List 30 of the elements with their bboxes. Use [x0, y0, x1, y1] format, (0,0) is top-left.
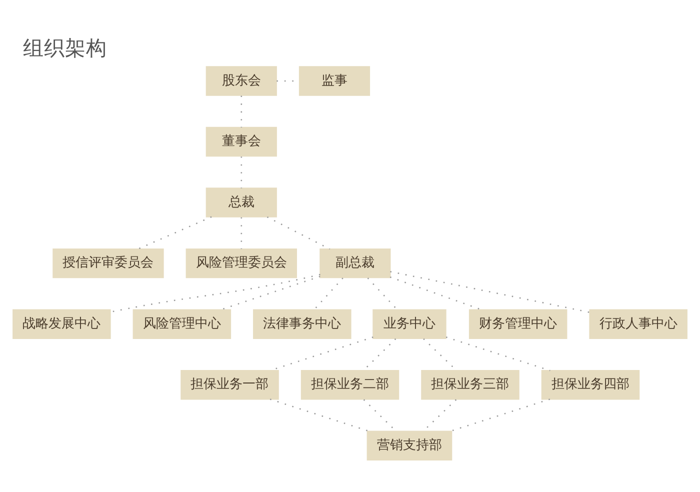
node-box: 担保业务三部: [421, 369, 520, 400]
diagram-title: 组织架构: [22, 35, 107, 60]
node-box: 担保业务四部: [541, 369, 640, 400]
connector: [390, 276, 482, 310]
connector: [110, 273, 320, 312]
node-box: 风险管理委员会: [186, 248, 297, 278]
node-box: 总裁: [206, 187, 277, 217]
connector: [367, 277, 398, 310]
node-box: 董事会: [206, 126, 277, 156]
connector: [220, 275, 320, 310]
node-box: 股东会: [206, 66, 277, 96]
connector: [314, 277, 344, 310]
node-box: 风险管理中心: [132, 308, 232, 338]
node-box: 授信评审委员会: [52, 248, 164, 278]
node-box: 营销支持部: [366, 430, 452, 460]
connector: [266, 216, 330, 250]
node-box: 担保业务一部: [180, 369, 279, 400]
node-box: 财务管理中心: [468, 308, 568, 338]
node-box: 战略发展中心: [12, 308, 111, 338]
node-box: 监事: [298, 66, 370, 96]
node-box: 业务中心: [372, 308, 446, 338]
connector: [270, 398, 370, 432]
connector: [446, 336, 550, 371]
node-box: 副总裁: [320, 248, 391, 278]
connector: [390, 270, 590, 312]
connector: [450, 398, 550, 432]
node-box: 法律事务中心: [253, 308, 352, 338]
node-box: 行政人事中心: [589, 308, 688, 338]
node-box: 担保业务二部: [300, 369, 400, 400]
connector: [138, 216, 212, 250]
